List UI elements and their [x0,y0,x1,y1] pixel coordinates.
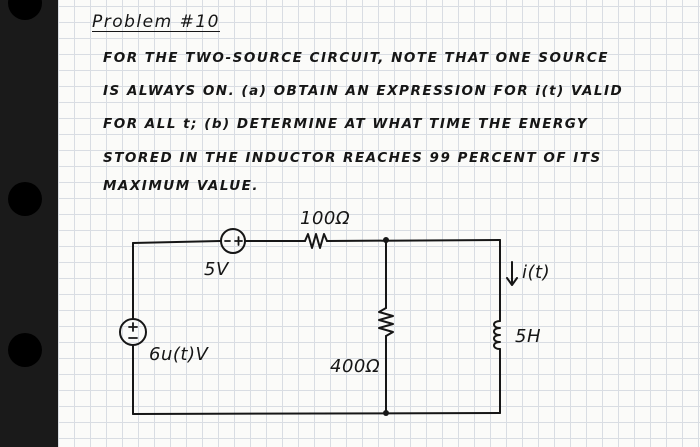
resistor-400-zigzag [378,307,394,337]
problem-line-3: FOR ALL t; (b) DETERMINE AT WHAT TIME TH… [103,116,589,132]
left-source-label: 6u(t)V [149,344,209,365]
junction-dot-top [383,237,389,243]
binder-hole-bottom [8,333,42,367]
wire-top-left [132,240,221,244]
junction-dot-bottom [383,410,389,416]
problem-line-2: IS ALWAYS ON. (a) OBTAIN AN EXPRESSION F… [103,83,624,99]
problem-title: Problem #10 [92,12,220,32]
resistor-100-label: 100Ω [300,208,351,229]
problem-line-5: MAXIMUM VALUE. [103,178,259,194]
notebook-page [58,0,700,447]
left-source-circle [119,318,147,346]
wire-top-right [326,239,501,242]
inductor-label: 5H [515,326,541,347]
top-source-label: 5V [204,259,229,280]
resistor-400-label: 400Ω [330,356,381,377]
top-source-circle [220,228,246,254]
current-label: i(t) [522,262,551,283]
problem-line-1: FOR THE TWO-SOURCE CIRCUIT, NOTE THAT ON… [103,50,609,66]
resistor-100-zigzag [304,233,328,249]
binder-hole-middle [8,182,42,216]
problem-line-4: STORED IN THE INDUCTOR REACHES 99 PERCEN… [103,150,602,166]
current-arrow-head [506,277,518,286]
wire-bottom [132,412,501,415]
binder-hole-top [8,0,42,20]
inductor-coil [493,320,501,350]
